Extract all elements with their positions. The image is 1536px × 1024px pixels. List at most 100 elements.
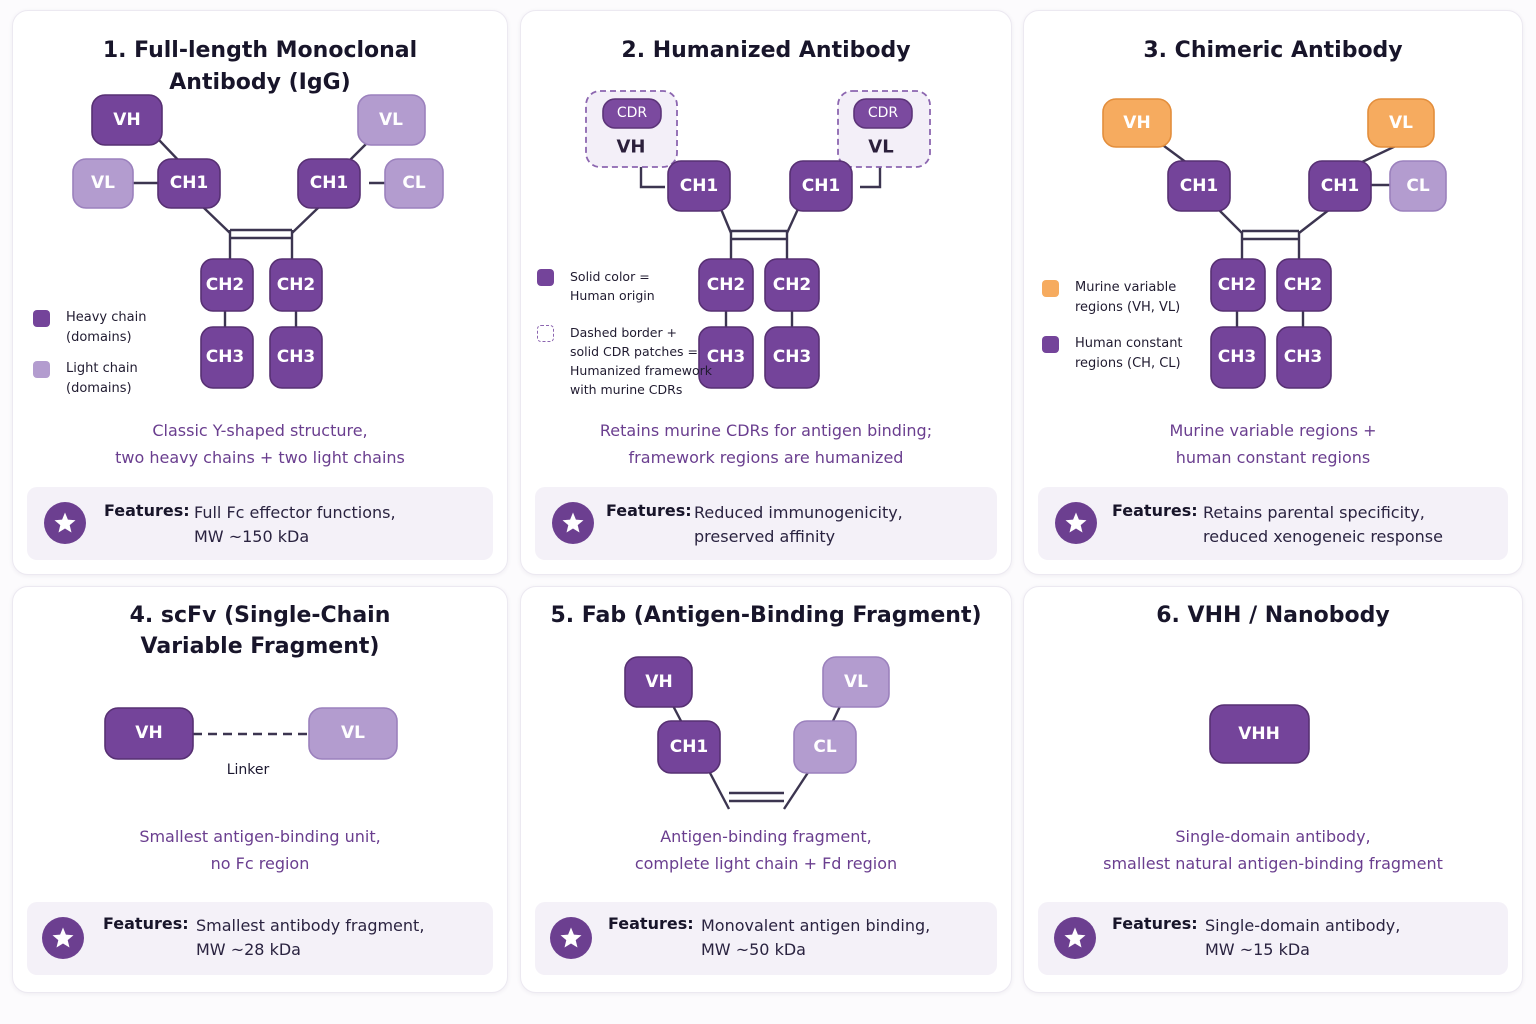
svg-text:VL: VL (341, 723, 365, 743)
description-line: smallest natural antigen-binding fragmen… (1103, 854, 1443, 873)
domain-ch1: CH1 (789, 160, 853, 212)
svg-text:CH2: CH2 (277, 275, 316, 295)
svg-text:VHH: VHH (1238, 724, 1280, 744)
fab-diagram: VH VL CH1 CL (624, 656, 890, 810)
legend-text: with murine CDRs (570, 382, 683, 397)
title-line: 6. VHH / Nanobody (1156, 603, 1390, 628)
svg-text:CL: CL (402, 173, 425, 193)
legend-item-murine-variable: Murine variable regions (VH, VL) (1042, 278, 1183, 318)
legend-item-light-chain: Light chain (domains) (33, 359, 146, 399)
title-line: Antibody (IgG) (169, 70, 351, 95)
svg-text:VH: VH (645, 672, 672, 692)
legend-item-human-constant: Human constant regions (CH, CL) (1042, 334, 1183, 374)
description-line: no Fc region (210, 854, 310, 873)
legend-item-humanized-framework: Dashed border + solid CDR patches = Huma… (537, 323, 712, 399)
star-icon (44, 502, 86, 544)
title-line: 5. Fab (Antigen-Binding Fragment) (550, 603, 982, 628)
card-fab: 5. Fab (Antigen-Binding Fragment) VH VL … (520, 586, 1012, 993)
title-line: 3. Chimeric Antibody (1143, 38, 1403, 63)
features-line: Monovalent antigen binding, (701, 916, 931, 935)
description-line: Retains murine CDRs for antigen binding; (599, 421, 933, 440)
svg-text:CH2: CH2 (206, 275, 245, 295)
svg-text:VL: VL (379, 110, 403, 130)
svg-text:CH1: CH1 (170, 173, 209, 193)
features-value: Single-domain antibody, MW ~15 kDa (1205, 914, 1400, 962)
svg-text:CH3: CH3 (773, 347, 812, 367)
human-origin-swatch (537, 269, 554, 286)
domain-ch2: CH2 (1276, 258, 1332, 312)
svg-text:CH2: CH2 (773, 275, 812, 295)
domain-ch1: CH1 (297, 158, 361, 209)
domain-ch1: CH1 (1167, 160, 1231, 212)
svg-text:CDR: CDR (868, 105, 899, 121)
features-line: Single-domain antibody, (1205, 916, 1401, 935)
heavy-chain-swatch (33, 310, 50, 327)
domain-vh: VH (91, 94, 163, 146)
domain-ch3: CH3 (698, 326, 754, 389)
svg-text:CDR: CDR (617, 105, 648, 121)
domain-ch2: CH2 (200, 258, 254, 312)
domain-vh-murine: VH (1102, 98, 1172, 148)
description-line: Single-domain antibody, (1175, 827, 1371, 846)
card-description: Classic Y-shaped structure, two heavy ch… (23, 417, 497, 471)
svg-text:CH1: CH1 (802, 176, 841, 196)
legend-text: (domains) (66, 330, 132, 345)
card-title: 4. scFv (Single-Chain Variable Fragment) (13, 600, 507, 662)
svg-text:CH2: CH2 (707, 275, 746, 295)
card-description: Murine variable regions + human constant… (1034, 417, 1512, 471)
features-label: Features: (606, 501, 692, 520)
svg-text:VL: VL (1389, 113, 1413, 133)
features-line: Retains parental specificity, (1203, 503, 1425, 522)
legend-text: Solid color = (570, 269, 650, 284)
features-value: Smallest antibody fragment, MW ~28 kDa (196, 914, 424, 962)
murine-swatch (1042, 280, 1059, 297)
features-line: reduced xenogeneic response (1203, 527, 1443, 546)
domain-ch2: CH2 (764, 258, 820, 312)
features-panel: Features: Reduced immunogenicity, preser… (535, 487, 997, 560)
legend: Solid color = Human origin Dashed border… (537, 267, 712, 399)
legend-text: Human constant (1075, 336, 1183, 351)
card-title: 1. Full-length Monoclonal Antibody (IgG) (13, 35, 507, 99)
features-line: Full Fc effector functions, (194, 503, 396, 522)
features-line: MW ~150 kDa (194, 527, 310, 546)
features-value: Reduced immunogenicity, preserved affini… (694, 501, 903, 549)
svg-text:CH1: CH1 (670, 737, 709, 757)
features-label: Features: (103, 914, 189, 933)
svg-text:VH: VH (1123, 113, 1150, 133)
chimeric-diagram: VH VL CH1 CH1 CL CH2 CH2 CH3 CH3 (1102, 98, 1447, 389)
domain-ch3: CH3 (764, 326, 820, 389)
card-description: Antigen-binding fragment, complete light… (531, 823, 1001, 877)
card-igg: 1. Full-length Monoclonal Antibody (IgG)… (12, 10, 508, 575)
domain-cdr: CDR (602, 98, 662, 129)
svg-text:VL: VL (91, 173, 115, 193)
features-panel: Features: Monovalent antigen binding, MW… (535, 902, 997, 975)
igg-diagram: VH VL CH1 VL CH1 CL CH2 CH2 CH3 CH3 (72, 94, 444, 389)
svg-text:CH3: CH3 (1218, 347, 1257, 367)
svg-text:CH1: CH1 (1180, 176, 1219, 196)
domain-vh: VH (104, 707, 194, 760)
connectors (1159, 141, 1403, 329)
legend-text: Light chain (66, 361, 138, 376)
card-description: Retains murine CDRs for antigen binding;… (531, 417, 1001, 471)
legend: Heavy chain (domains) Light chain (domai… (33, 308, 146, 399)
domain-ch3: CH3 (1276, 326, 1332, 389)
svg-text:CH3: CH3 (707, 347, 746, 367)
domain-ch2: CH2 (1210, 258, 1266, 312)
features-value: Monovalent antigen binding, MW ~50 kDa (701, 914, 930, 962)
star-icon (1054, 917, 1096, 959)
legend-text: Human origin (570, 288, 655, 303)
features-value: Full Fc effector functions, MW ~150 kDa (194, 501, 396, 549)
svg-text:CH3: CH3 (1284, 347, 1323, 367)
domain-vl: VL (72, 158, 134, 209)
description-line: Classic Y-shaped structure, (152, 421, 368, 440)
features-line: Reduced immunogenicity, (694, 503, 903, 522)
svg-text:VL: VL (844, 672, 868, 692)
legend-text: regions (VH, VL) (1075, 300, 1181, 315)
description-line: human constant regions (1175, 448, 1371, 467)
domain-ch3: CH3 (200, 326, 254, 389)
domain-ch2: CH2 (269, 258, 323, 312)
svg-text:CH3: CH3 (277, 347, 316, 367)
svg-text:CL: CL (813, 737, 836, 757)
star-icon (1055, 502, 1097, 544)
description-line: Murine variable regions + (1169, 421, 1377, 440)
